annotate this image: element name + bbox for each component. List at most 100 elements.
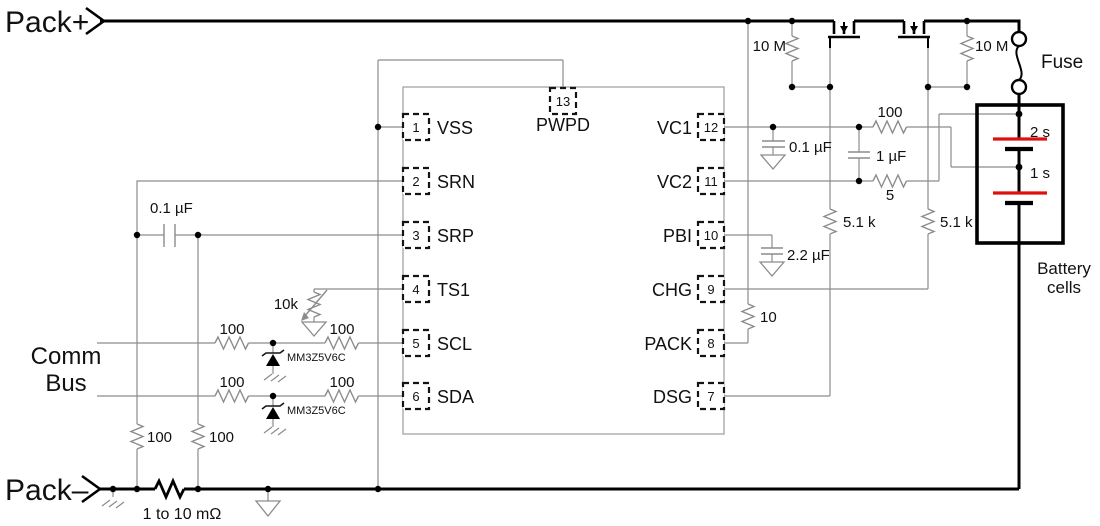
r-pullup-left-value: 10 M xyxy=(753,38,786,55)
pin-8-name: PACK xyxy=(644,334,692,354)
c-sense-value: 0.1 µF xyxy=(150,200,193,217)
cell-negative-plates-icon xyxy=(1005,146,1033,206)
r-vc1-icon xyxy=(872,119,908,135)
pin-13-name: PWPD xyxy=(536,115,590,135)
r-scl-out-value: 100 xyxy=(329,321,354,338)
pin-7-box xyxy=(696,381,726,411)
net-srn xyxy=(136,180,403,489)
r-pullup-right-value: 10 M xyxy=(975,38,1008,55)
pin-10-number: 10 xyxy=(704,228,718,243)
r-srp-value: 100 xyxy=(209,429,234,446)
c-vc1-icon xyxy=(762,140,785,148)
net-scl xyxy=(97,342,403,374)
pin-1-name: VSS xyxy=(437,118,473,138)
earth-zener-scl-icon xyxy=(263,373,287,383)
charge-fet-icon xyxy=(898,21,930,48)
r-gate-dsg-value: 5.1 k xyxy=(843,214,876,231)
pin-11-name: VC2 xyxy=(657,172,692,192)
r-gate-chg-icon xyxy=(920,208,936,235)
r-vc1-value: 100 xyxy=(877,104,902,121)
pin-11-number: 11 xyxy=(704,174,718,189)
r-sda-out-icon xyxy=(324,388,360,404)
pin-6-name: SDA xyxy=(437,387,474,407)
r-scl-out-icon xyxy=(324,335,360,351)
pin-12-box xyxy=(696,112,726,142)
r-srn-icon xyxy=(129,423,145,450)
pin-7-name: DSG xyxy=(653,387,692,407)
pin-9-box xyxy=(696,274,726,304)
cell-top-label: 2 s xyxy=(1030,124,1050,141)
discharge-fet-icon xyxy=(828,21,860,48)
net-pack-sense xyxy=(724,21,749,344)
pack-plus-terminal-icon xyxy=(85,6,107,36)
pin-12-name: VC1 xyxy=(657,118,692,138)
pack-minus-terminal-icon xyxy=(81,474,103,504)
pin-4-name: TS1 xyxy=(437,280,470,300)
resistor-icons xyxy=(129,35,975,450)
r-scl-in-icon xyxy=(214,335,250,351)
net-dsg-gate xyxy=(724,21,831,397)
r-vc2-value: 5 xyxy=(886,187,894,204)
pin-3-name: SRP xyxy=(437,226,474,246)
pin-3-box xyxy=(401,220,431,250)
zener-scl-value: MM3Z5V6C xyxy=(287,352,346,364)
c-diff-icon xyxy=(848,151,870,159)
pin-3-number: 3 xyxy=(412,228,419,243)
ground-thermistor-icon xyxy=(300,321,328,337)
net-sda xyxy=(97,395,403,427)
pin-10-name: PBI xyxy=(663,226,692,246)
r-pullup-left-icon xyxy=(784,35,800,62)
net-chg-gate xyxy=(724,21,968,290)
pin-4-number: 4 xyxy=(412,282,419,297)
r-gate-dsg-icon xyxy=(822,208,838,235)
zener-scl-icon xyxy=(261,349,285,366)
r-pack-value: 10 xyxy=(760,309,777,326)
pin-2-name: SRN xyxy=(437,172,475,192)
r-sda-in-icon xyxy=(214,388,250,404)
c-pbi-value: 2.2 µF xyxy=(787,247,830,264)
battery-label-line1: Battery xyxy=(1037,259,1091,278)
battery-pack-icon xyxy=(975,103,1065,489)
earth-zener-sda-icon xyxy=(263,426,287,436)
pin-4-box xyxy=(401,274,431,304)
earth-rail-icon xyxy=(101,499,125,509)
pin-13-box xyxy=(548,86,578,116)
pin-2-number: 2 xyxy=(412,174,419,189)
ground-vc1-icon xyxy=(759,154,787,170)
pack-plus-label: Pack+ xyxy=(5,6,89,39)
ground-pbi-icon xyxy=(758,261,786,277)
pack-minus-label: Pack– xyxy=(5,474,89,507)
c-pbi-icon xyxy=(761,247,783,255)
pin-12-number: 12 xyxy=(704,120,718,135)
shunt-value: 1 to 10 mΩ xyxy=(143,506,222,523)
junction-dots xyxy=(109,17,1023,493)
pin-10-box xyxy=(696,220,726,250)
net-vc2 xyxy=(724,113,1019,182)
r-vc2-icon xyxy=(872,173,908,189)
r-pullup-right-icon xyxy=(959,35,975,62)
capacitor-icons xyxy=(163,140,870,255)
pin-9-number: 9 xyxy=(707,282,714,297)
ic-outline xyxy=(402,86,725,435)
net-vc1 xyxy=(724,126,1019,168)
fuse-label: Fuse xyxy=(1041,52,1083,73)
pin-1-number: 1 xyxy=(412,120,419,135)
r-scl-in-value: 100 xyxy=(219,321,244,338)
pin-11-box xyxy=(696,166,726,196)
r-srn-value: 100 xyxy=(147,429,172,446)
thermistor-icon xyxy=(301,289,328,321)
c-sense-icon xyxy=(163,224,176,247)
r-pack-icon xyxy=(740,303,756,330)
r-srp-icon xyxy=(190,423,206,450)
net-srp xyxy=(137,234,403,489)
r-gate-chg-value: 5.1 k xyxy=(940,214,973,231)
ground-icons xyxy=(101,154,787,518)
thermistor-value: 10k xyxy=(274,296,299,313)
r-sda-out-value: 100 xyxy=(329,374,354,391)
pin-8-number: 8 xyxy=(707,336,714,351)
pin-2-box xyxy=(401,166,431,196)
pin-7-number: 7 xyxy=(707,389,714,404)
ic-pins: 1 2 3 4 5 6 7 8 9 10 11 12 13 VSS SRN SR… xyxy=(401,86,726,411)
cell-bottom-label: 1 s xyxy=(1030,165,1050,182)
